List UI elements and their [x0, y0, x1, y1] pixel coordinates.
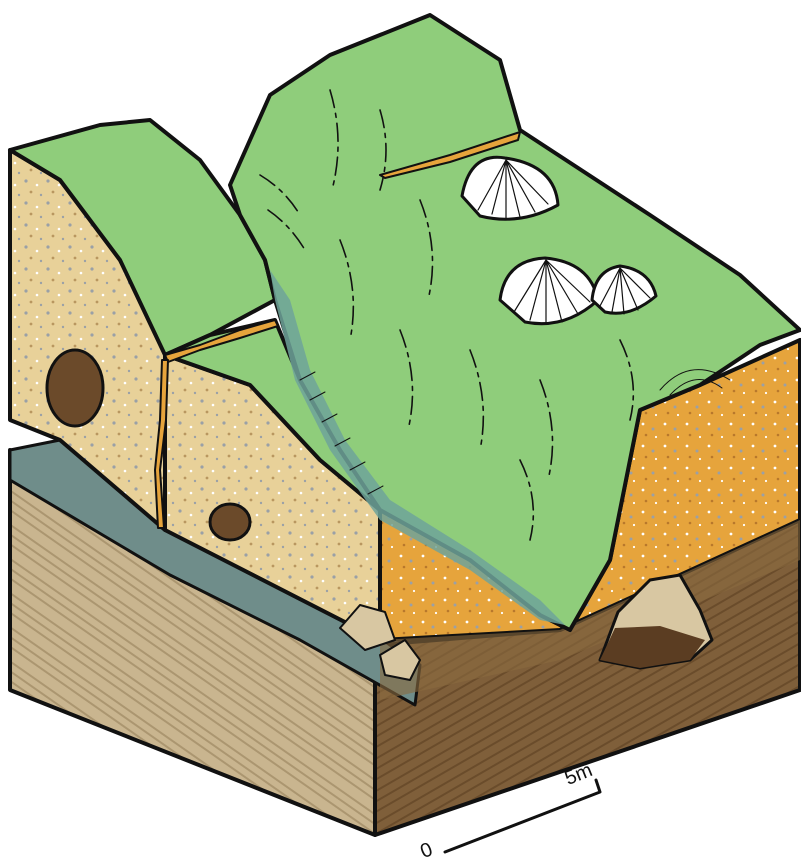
boulder-middle [210, 504, 250, 540]
boulder-left [47, 350, 103, 426]
scale-label-start: 0 [417, 838, 436, 863]
